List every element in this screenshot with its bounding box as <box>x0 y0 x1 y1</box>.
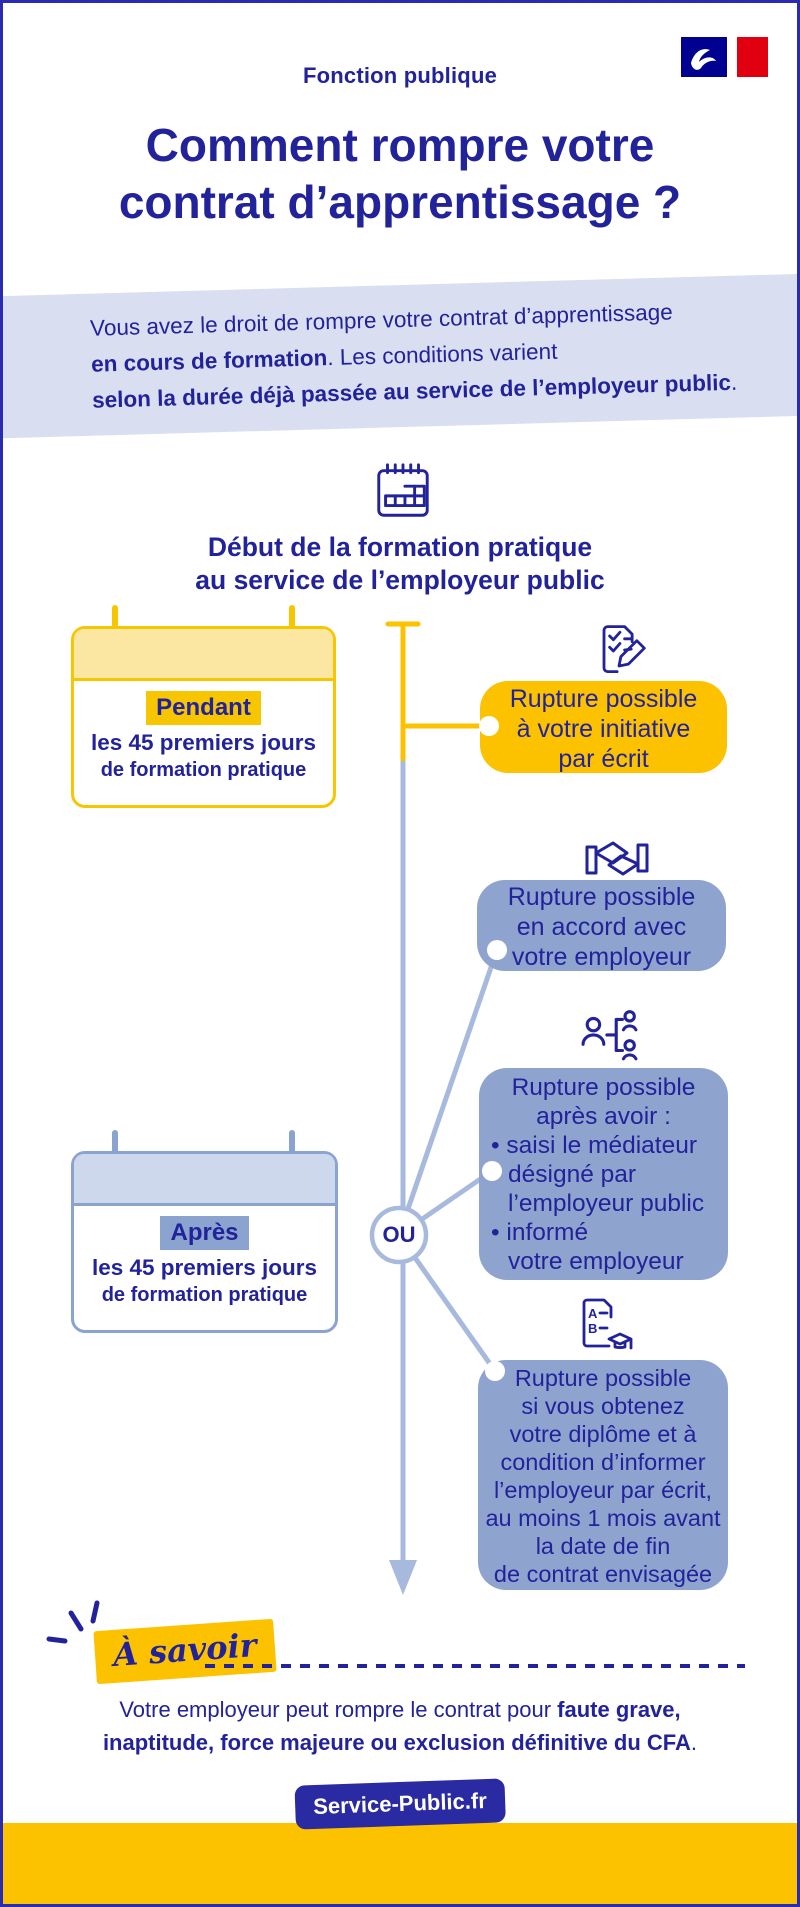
or-connector-label: OU <box>382 1222 416 1247</box>
during-line2: les 45 premiers jours <box>90 730 317 755</box>
during-line3: de formation pratique <box>100 759 307 781</box>
french-government-flag-logo <box>681 37 769 77</box>
during-period-card: Pendant les 45 premiers jours de formati… <box>71 626 336 808</box>
timeline-heading: Début de la formation pratique au servic… <box>3 531 797 597</box>
text-line: Rupture possible <box>514 1365 692 1391</box>
text-line: • saisi le médiateur <box>491 1132 698 1159</box>
service-public-badge: Service-Public.fr <box>294 1778 506 1830</box>
dashed-divider <box>205 1664 745 1668</box>
text-bold-segment: inaptitude, force majeure ou exclusion d… <box>102 1730 691 1755</box>
text-line: au moins 1 mois avant <box>485 1505 721 1531</box>
after-period-card: Après les 45 premiers jours de formation… <box>71 1151 338 1333</box>
text-line: à votre initiative <box>516 715 691 743</box>
connector-dot-initiative <box>479 716 499 736</box>
during-highlight: Pendant <box>146 691 261 725</box>
page-title-line1: Comment rompre votre <box>145 119 655 171</box>
connector-dot-mediator <box>482 1161 502 1181</box>
timeline-heading-line2: au service de l’employeur public <box>195 565 605 595</box>
intro-text: Vous avez le droit de rompre votre contr… <box>3 274 797 422</box>
after-highlight: Après <box>160 1216 249 1250</box>
text-line: de contrat envisagée <box>493 1561 713 1587</box>
text-line: l’employeur public <box>508 1190 705 1217</box>
connector-dot-agreement <box>487 940 507 960</box>
text-line: en accord avec <box>516 913 687 941</box>
text-line: par écrit <box>558 745 649 773</box>
card-header-strip <box>74 1154 335 1206</box>
text-segment: Votre employeur peut rompre le contrat p… <box>119 1697 558 1722</box>
mediation-icon <box>581 1007 639 1065</box>
text-line: • informé <box>491 1219 589 1246</box>
text-line: l’employeur par écrit, <box>493 1477 713 1503</box>
svg-text:A: A <box>588 1306 598 1321</box>
kicker-fonction-publique: Fonction publique <box>302 63 498 88</box>
after-line2: les 45 premiers jours <box>91 1255 318 1280</box>
text-line: votre diplôme et à <box>509 1421 697 1447</box>
text-line: condition d’informer <box>500 1449 706 1475</box>
connector-dot-diploma <box>485 1361 505 1381</box>
spark-lines-icon <box>46 1600 100 1644</box>
text-line: après avoir : <box>536 1103 671 1130</box>
page-title: Comment rompre votre contrat d’apprentis… <box>3 117 797 231</box>
text-bold-segment: faute grave, <box>557 1697 681 1722</box>
checklist-pencil-icon <box>589 621 649 681</box>
intro-banner: Vous avez le droit de rompre votre contr… <box>3 273 797 439</box>
a-savoir-tag: À savoir <box>93 1618 277 1685</box>
text-line: Votre employeur peut rompre le contrat p… <box>3 1693 797 1726</box>
text-segment: . <box>690 1730 698 1755</box>
text-line: Rupture possible <box>511 1074 696 1101</box>
text-line: votre employeur <box>511 943 692 971</box>
text-bold-segment: en cours de formation <box>90 345 328 377</box>
text-line: Rupture possible <box>507 883 696 911</box>
handshake-icon <box>583 833 651 887</box>
text-line: si vous obtenez <box>521 1393 685 1419</box>
text-line: la date de fin <box>535 1533 671 1559</box>
text-line: inaptitude, force majeure ou exclusion d… <box>3 1726 797 1759</box>
page-title-line2: contrat d’apprentissage ? <box>118 176 682 228</box>
text-line: Rupture possible <box>509 685 698 713</box>
text-line: désigné par <box>508 1161 637 1188</box>
timeline-heading-line1: Début de la formation pratique <box>207 532 593 562</box>
card-header-strip <box>74 629 333 681</box>
text-segment: . Les conditions varient <box>326 338 558 371</box>
after-line3: de formation pratique <box>101 1284 308 1306</box>
text-line: votre employeur <box>508 1248 684 1275</box>
timeline-arrowhead <box>389 1560 417 1595</box>
text-segment: . <box>730 369 738 395</box>
svg-text:B: B <box>588 1321 597 1336</box>
calendar-icon <box>372 461 434 523</box>
footer-yellow-bar <box>3 1823 797 1904</box>
employer-note: Votre employeur peut rompre le contrat p… <box>3 1693 797 1759</box>
diploma-icon: A B <box>573 1295 635 1355</box>
